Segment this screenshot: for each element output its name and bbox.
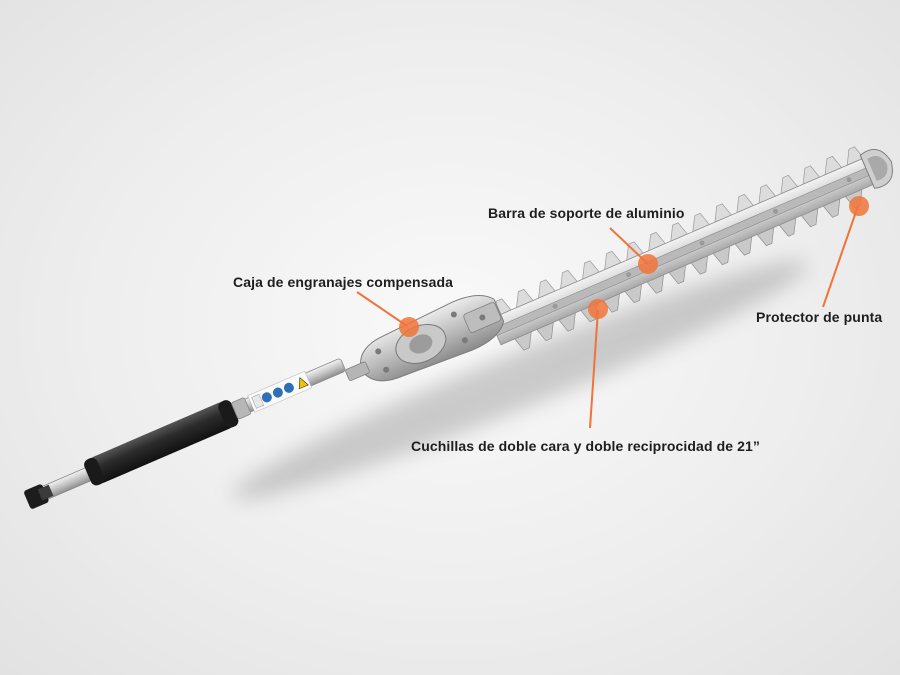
tip-protector-label: Protector de punta bbox=[756, 309, 883, 325]
shaft bbox=[24, 358, 346, 509]
gearbox-label: Caja de engranajes compensada bbox=[233, 274, 453, 290]
cutting-blades bbox=[489, 146, 893, 351]
tip-protector-leader-line bbox=[822, 205, 859, 308]
blades-leader-line bbox=[589, 309, 599, 429]
tip-protector-marker bbox=[849, 196, 869, 216]
gearbox-marker bbox=[399, 317, 419, 337]
support-bar-marker bbox=[638, 254, 658, 274]
tool-shadow bbox=[232, 261, 808, 499]
blades-label: Cuchillas de doble cara y doble reciproc… bbox=[411, 438, 760, 454]
blades-marker bbox=[588, 299, 608, 319]
support-bar-label: Barra de soporte de aluminio bbox=[488, 205, 685, 221]
rubber-grip bbox=[84, 400, 239, 486]
warning-sticker-icon bbox=[247, 370, 313, 413]
tip-protector bbox=[859, 148, 893, 189]
gearbox-leader-line bbox=[356, 291, 408, 327]
